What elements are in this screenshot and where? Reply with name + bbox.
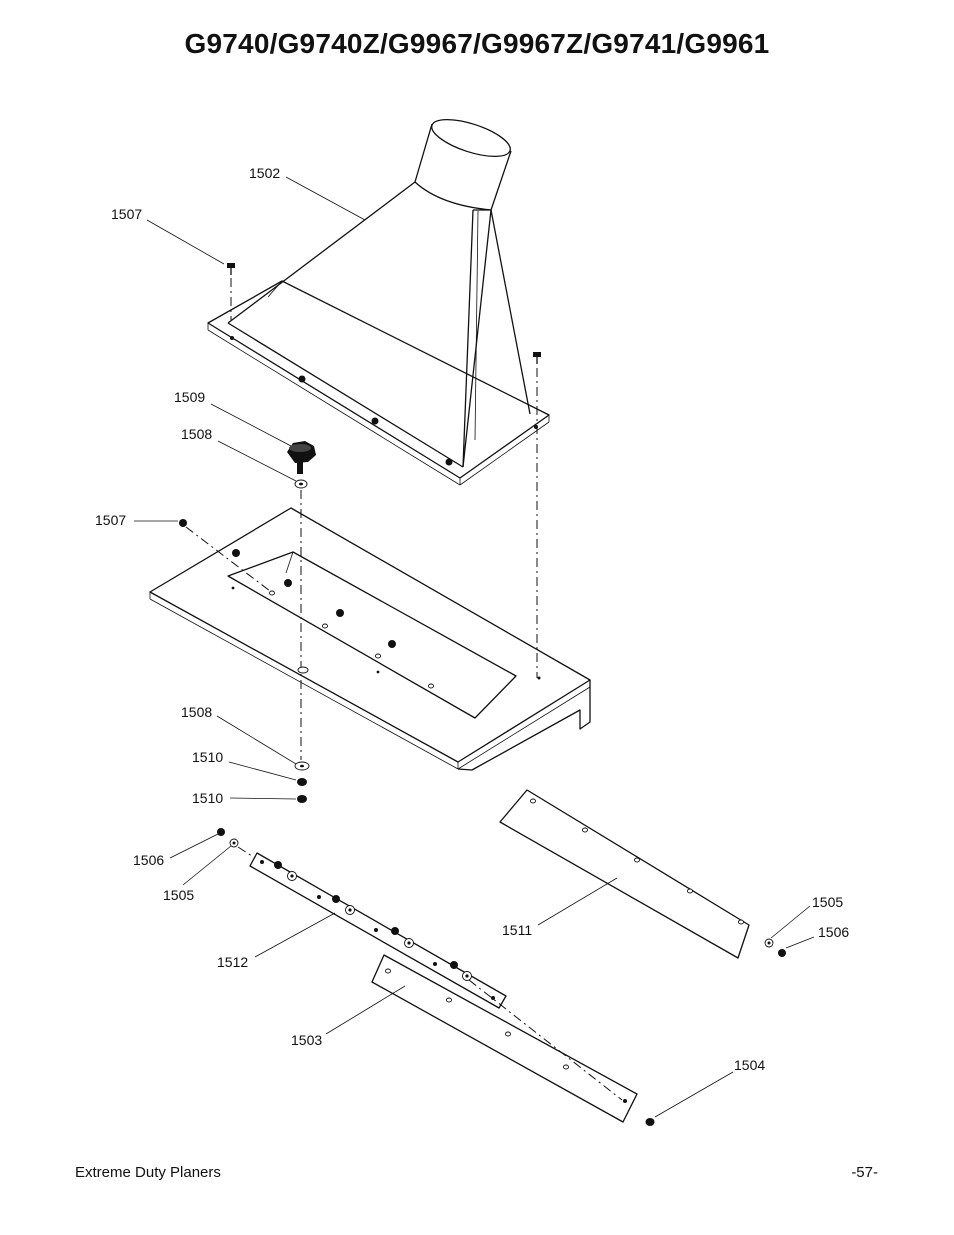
callout-1508-bottom: 1508 (181, 704, 212, 720)
strip-1512 (249, 852, 507, 1009)
screw-right (533, 352, 541, 678)
page-title: G9740/G9740Z/G9967/G9967Z/G9741/G9961 (184, 28, 770, 59)
strip-1511 (499, 789, 750, 959)
washer-1508-top (294, 479, 308, 489)
screw-1507-middle (179, 519, 271, 592)
screw-1507-top (227, 263, 235, 320)
callout-1506-right: 1506 (818, 924, 849, 940)
callout-1508-top: 1508 (181, 426, 212, 442)
callout-1505-right: 1505 (812, 894, 843, 910)
nut-1510-a (297, 778, 307, 786)
callout-1511: 1511 (502, 922, 532, 938)
callout-1503: 1503 (291, 1032, 322, 1048)
washer-1505-right (764, 938, 774, 948)
screw-1504 (645, 1118, 655, 1126)
table-plate (149, 507, 591, 771)
callout-1507-middle: 1507 (95, 512, 126, 528)
nut-1506-left (217, 828, 225, 836)
nut-1506-right (778, 949, 786, 957)
page-number: -57- (851, 1164, 878, 1181)
callout-1510-b: 1510 (192, 790, 223, 806)
callout-1506-left: 1506 (133, 852, 164, 868)
nut-1510-b (297, 795, 307, 803)
leader-lines (134, 176, 815, 1118)
callout-1502: 1502 (249, 165, 280, 181)
callout-1510-a: 1510 (192, 749, 223, 765)
strip-1503 (371, 954, 638, 1123)
washer-1508-bottom (294, 761, 310, 771)
callout-1507-top: 1507 (111, 206, 142, 222)
knob-1509 (287, 441, 316, 474)
callout-1504: 1504 (734, 1057, 765, 1073)
callout-1505-left: 1505 (163, 887, 194, 903)
dust-hood (207, 118, 550, 486)
washer-1505-left (229, 838, 239, 848)
callout-1512: 1512 (217, 954, 248, 970)
footer-manual-title: Extreme Duty Planers (75, 1164, 221, 1181)
callout-1509: 1509 (174, 389, 205, 405)
